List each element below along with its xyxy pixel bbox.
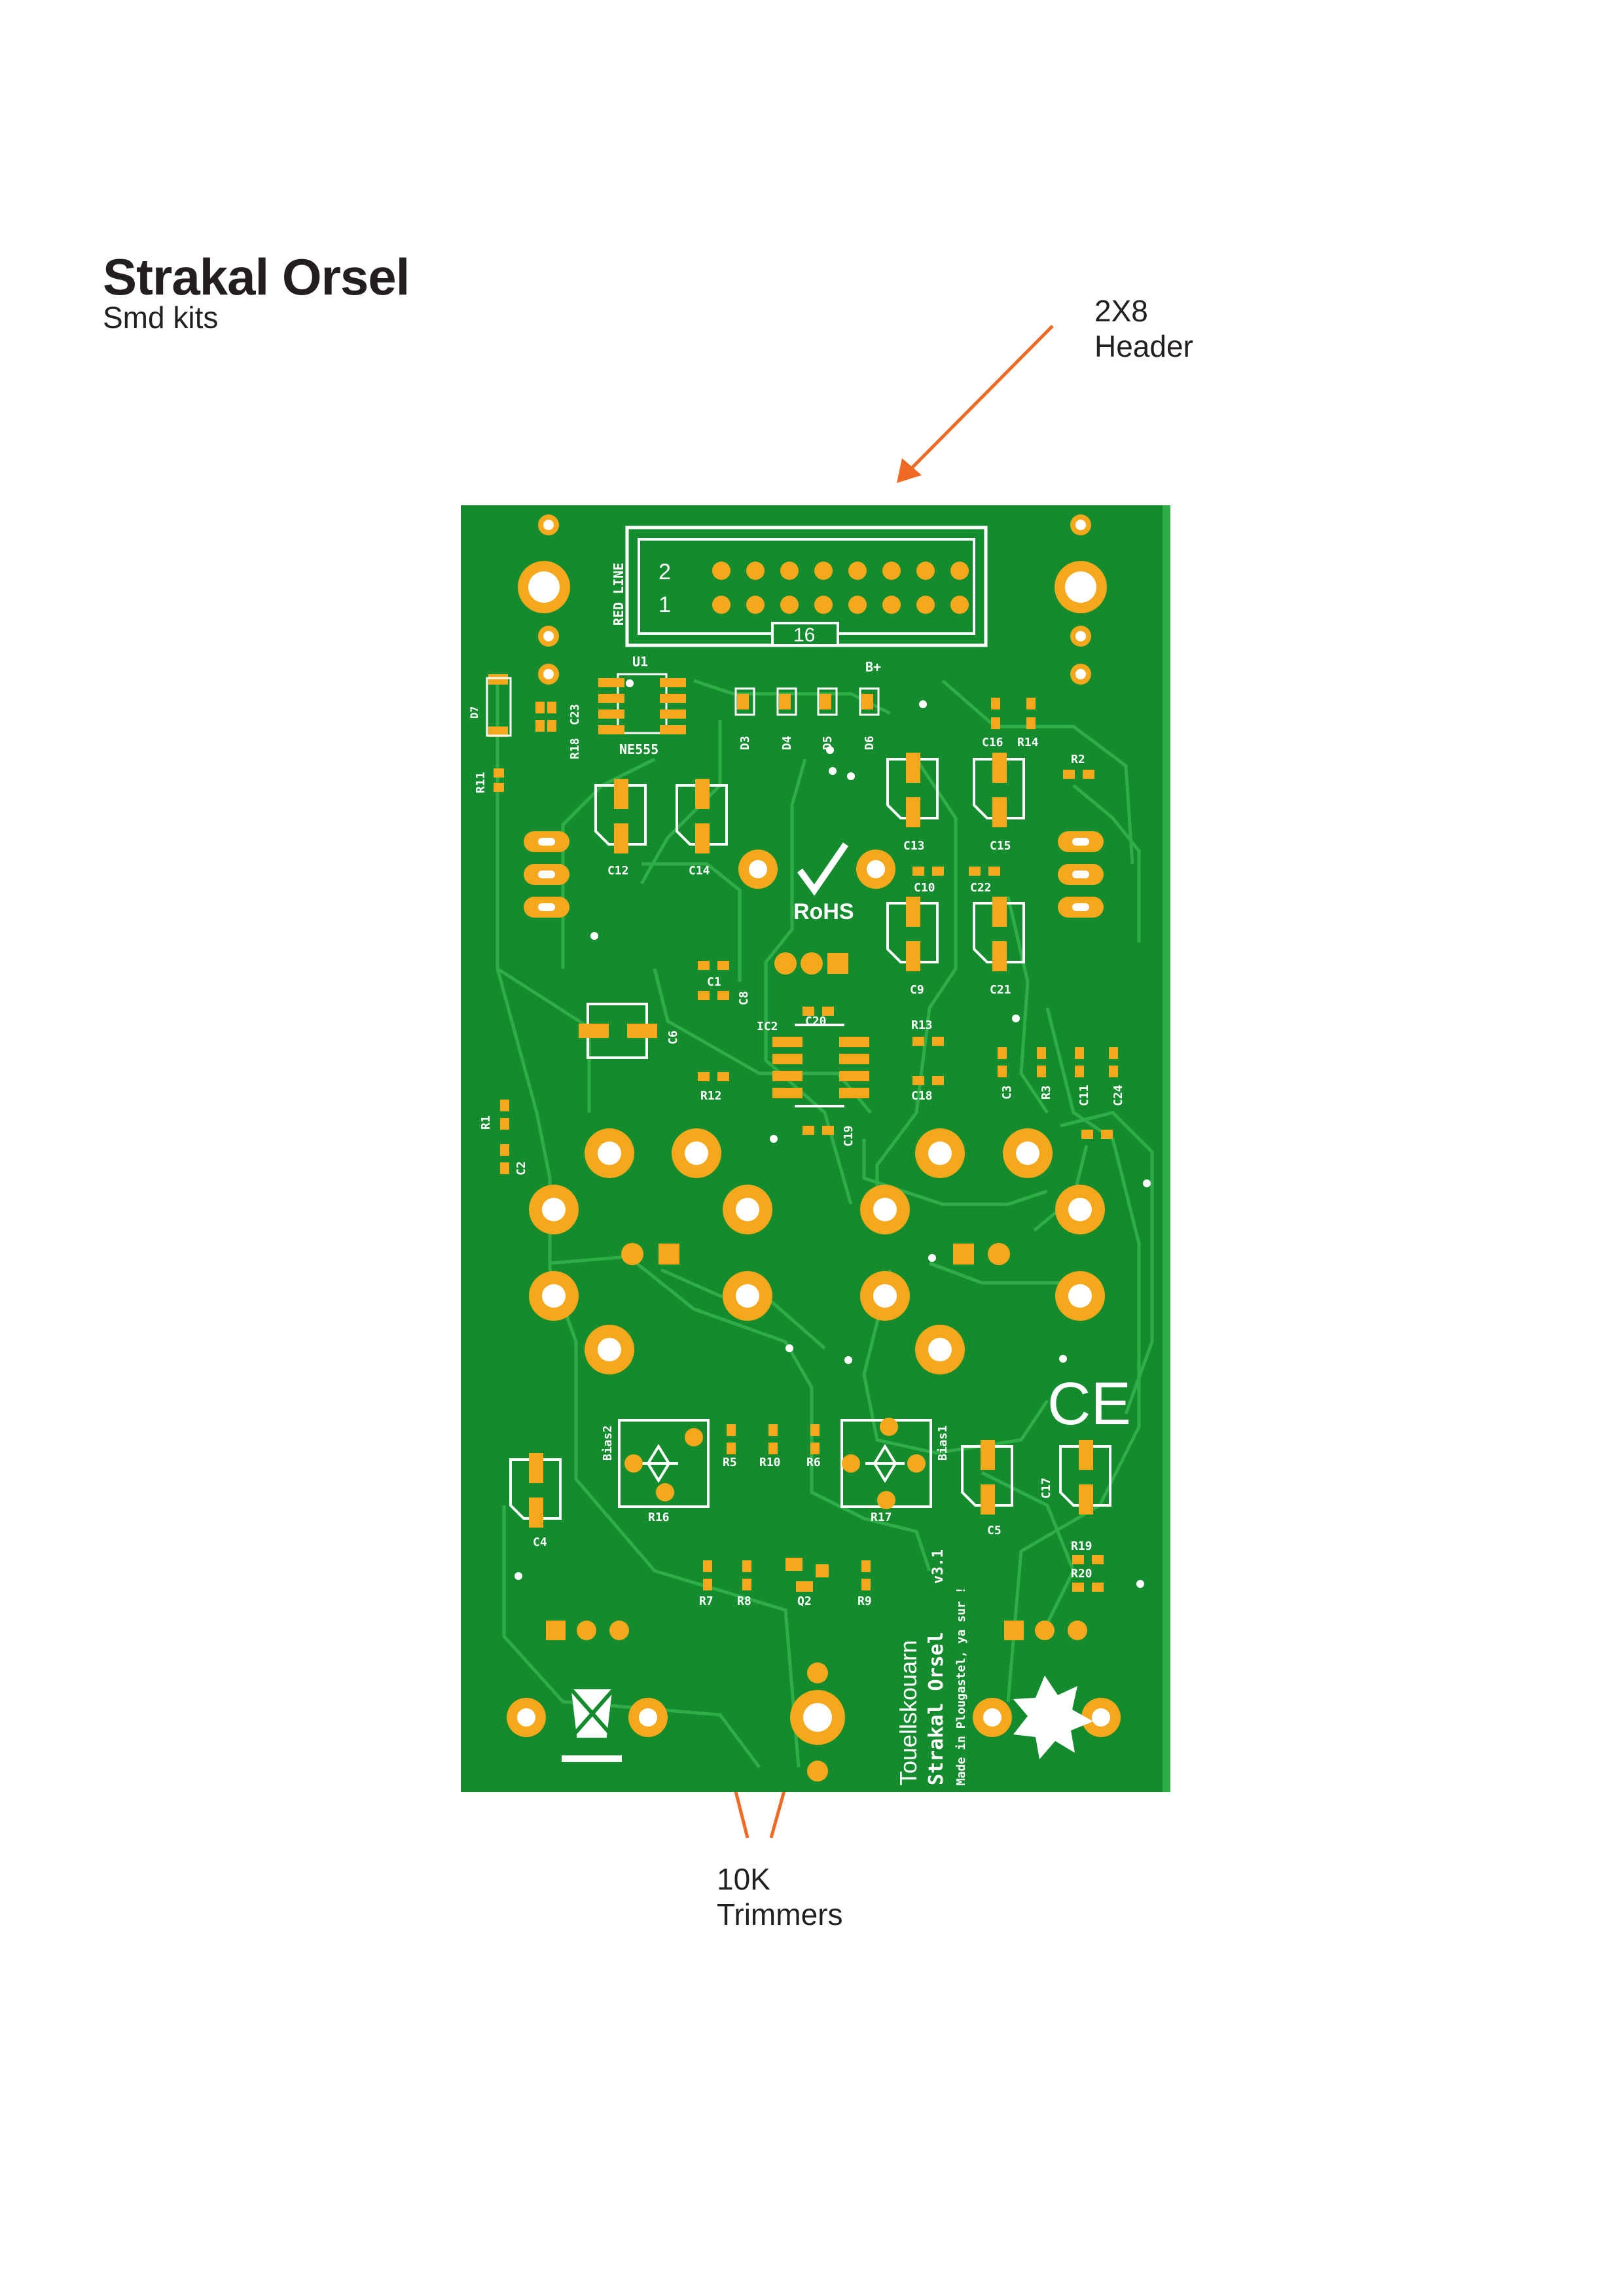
label-c1: C1 [707, 975, 721, 989]
header-connector: 2 1 16 RED LINE [611, 526, 988, 647]
label-c22: C22 [970, 881, 992, 895]
weee-bin-icon [562, 1685, 622, 1762]
through-hole-pads [507, 850, 1121, 1782]
label-r1: R1 [479, 1115, 493, 1130]
label-c9: C9 [910, 983, 924, 997]
header-pin2-label: 2 [659, 560, 671, 584]
maker-logo-icon [1013, 1676, 1093, 1759]
trimmer-annotation: 10K Trimmers [717, 1861, 842, 1932]
label-bplus: B+ [865, 659, 881, 675]
label-c12: C12 [607, 864, 629, 878]
smd-passives [488, 674, 1118, 1592]
trimmer-annotation-line1: 10K [717, 1862, 770, 1896]
diode-outlines [486, 677, 880, 737]
ic-ic2 [772, 1024, 869, 1107]
silkscreen-labels: U1 NE555 D7 R18 C23 R11 D3 D4 D5 D6 B+ C… [468, 654, 1125, 1608]
ic-u1 [598, 673, 686, 734]
maker-name: Touellskouarn [895, 1640, 922, 1785]
label-d5: D5 [821, 736, 835, 750]
label-c14: C14 [689, 864, 710, 878]
label-r8: R8 [737, 1594, 751, 1608]
label-c8: C8 [737, 991, 751, 1005]
header-arrow [909, 325, 1054, 471]
header-side-label: RED LINE [611, 563, 626, 626]
label-ne555: NE555 [619, 742, 659, 757]
label-r3: R3 [1039, 1085, 1053, 1100]
label-r20: R20 [1071, 1567, 1092, 1581]
maker-text: Touellskouarn Strakal Orsel v3.1 Made in… [895, 1549, 968, 1785]
page-subtitle: Smd kits [103, 300, 219, 334]
electrolytic-capacitor-pads [529, 753, 1093, 1528]
label-r10: R10 [759, 1456, 781, 1469]
label-c11: C11 [1077, 1085, 1091, 1106]
made-in-text: Made in Plougastel, ya sur ! [954, 1587, 968, 1785]
label-c18: C18 [911, 1089, 933, 1103]
label-d3: D3 [738, 736, 752, 750]
page-title: Strakal Orsel [103, 248, 410, 306]
label-ic2: IC2 [757, 1020, 778, 1033]
label-r19: R19 [1071, 1539, 1092, 1553]
label-r7: R7 [699, 1594, 713, 1608]
trimmer-r16 [618, 1419, 710, 1508]
label-d6: D6 [863, 736, 876, 750]
label-c4: C4 [533, 1535, 547, 1549]
label-c21: C21 [990, 983, 1011, 997]
label-r18: R18 [568, 738, 582, 759]
trimmer-r17 [840, 1418, 932, 1509]
trimmer-annotation-line2: Trimmers [717, 1897, 843, 1931]
label-r12: R12 [700, 1089, 722, 1103]
mounting-holes [518, 514, 1107, 685]
label-r9: R9 [857, 1594, 872, 1608]
header-annotation-line2: Header [1094, 329, 1193, 363]
pcb-traces [496, 674, 1154, 1768]
label-c20: C20 [805, 1014, 827, 1028]
label-r5: R5 [723, 1456, 737, 1469]
label-r14: R14 [1017, 736, 1039, 749]
label-c15: C15 [990, 839, 1011, 853]
ce-mark: CE [1047, 1371, 1131, 1437]
label-d7: D7 [468, 706, 480, 719]
pcb-board [461, 505, 1170, 1792]
label-c6: C6 [666, 1030, 680, 1045]
product-name: Strakal Orsel [925, 1632, 948, 1785]
header-pin1-label: 1 [659, 592, 671, 617]
label-c24: C24 [1111, 1085, 1125, 1106]
label-c17: C17 [1039, 1477, 1053, 1499]
label-c13: C13 [903, 839, 925, 853]
product-version: v3.1 [930, 1549, 947, 1584]
label-c23: C23 [568, 704, 582, 725]
rohs-label: RoHS [793, 899, 854, 924]
label-bias2: Bias2 [601, 1426, 615, 1461]
pcb-edge-plating [1163, 505, 1170, 1792]
label-c19: C19 [842, 1125, 856, 1147]
label-u1: U1 [632, 654, 648, 670]
label-r6: R6 [806, 1456, 821, 1469]
rohs-logo: RoHS [793, 842, 854, 924]
vias [514, 700, 1151, 1588]
header-annotation: 2X8 Header [1094, 293, 1193, 364]
through-hole-drills [517, 860, 1110, 1732]
label-q2: Q2 [797, 1594, 812, 1608]
label-r16: R16 [648, 1511, 670, 1524]
label-c5: C5 [987, 1524, 1001, 1537]
label-c10: C10 [914, 881, 935, 895]
label-c16: C16 [982, 736, 1003, 749]
label-d4: D4 [780, 736, 794, 750]
label-bias1: Bias1 [936, 1426, 950, 1461]
label-c3: C3 [1000, 1085, 1014, 1100]
label-r17: R17 [871, 1511, 892, 1524]
header-pin16-label: 16 [793, 624, 815, 646]
header-arrow-head [897, 458, 922, 483]
label-r11: R11 [474, 772, 488, 793]
label-r13: R13 [911, 1018, 933, 1032]
header-annotation-line1: 2X8 [1094, 294, 1148, 328]
label-r2: R2 [1071, 753, 1085, 766]
oval-pads [524, 831, 1104, 918]
label-c2: C2 [514, 1161, 528, 1175]
